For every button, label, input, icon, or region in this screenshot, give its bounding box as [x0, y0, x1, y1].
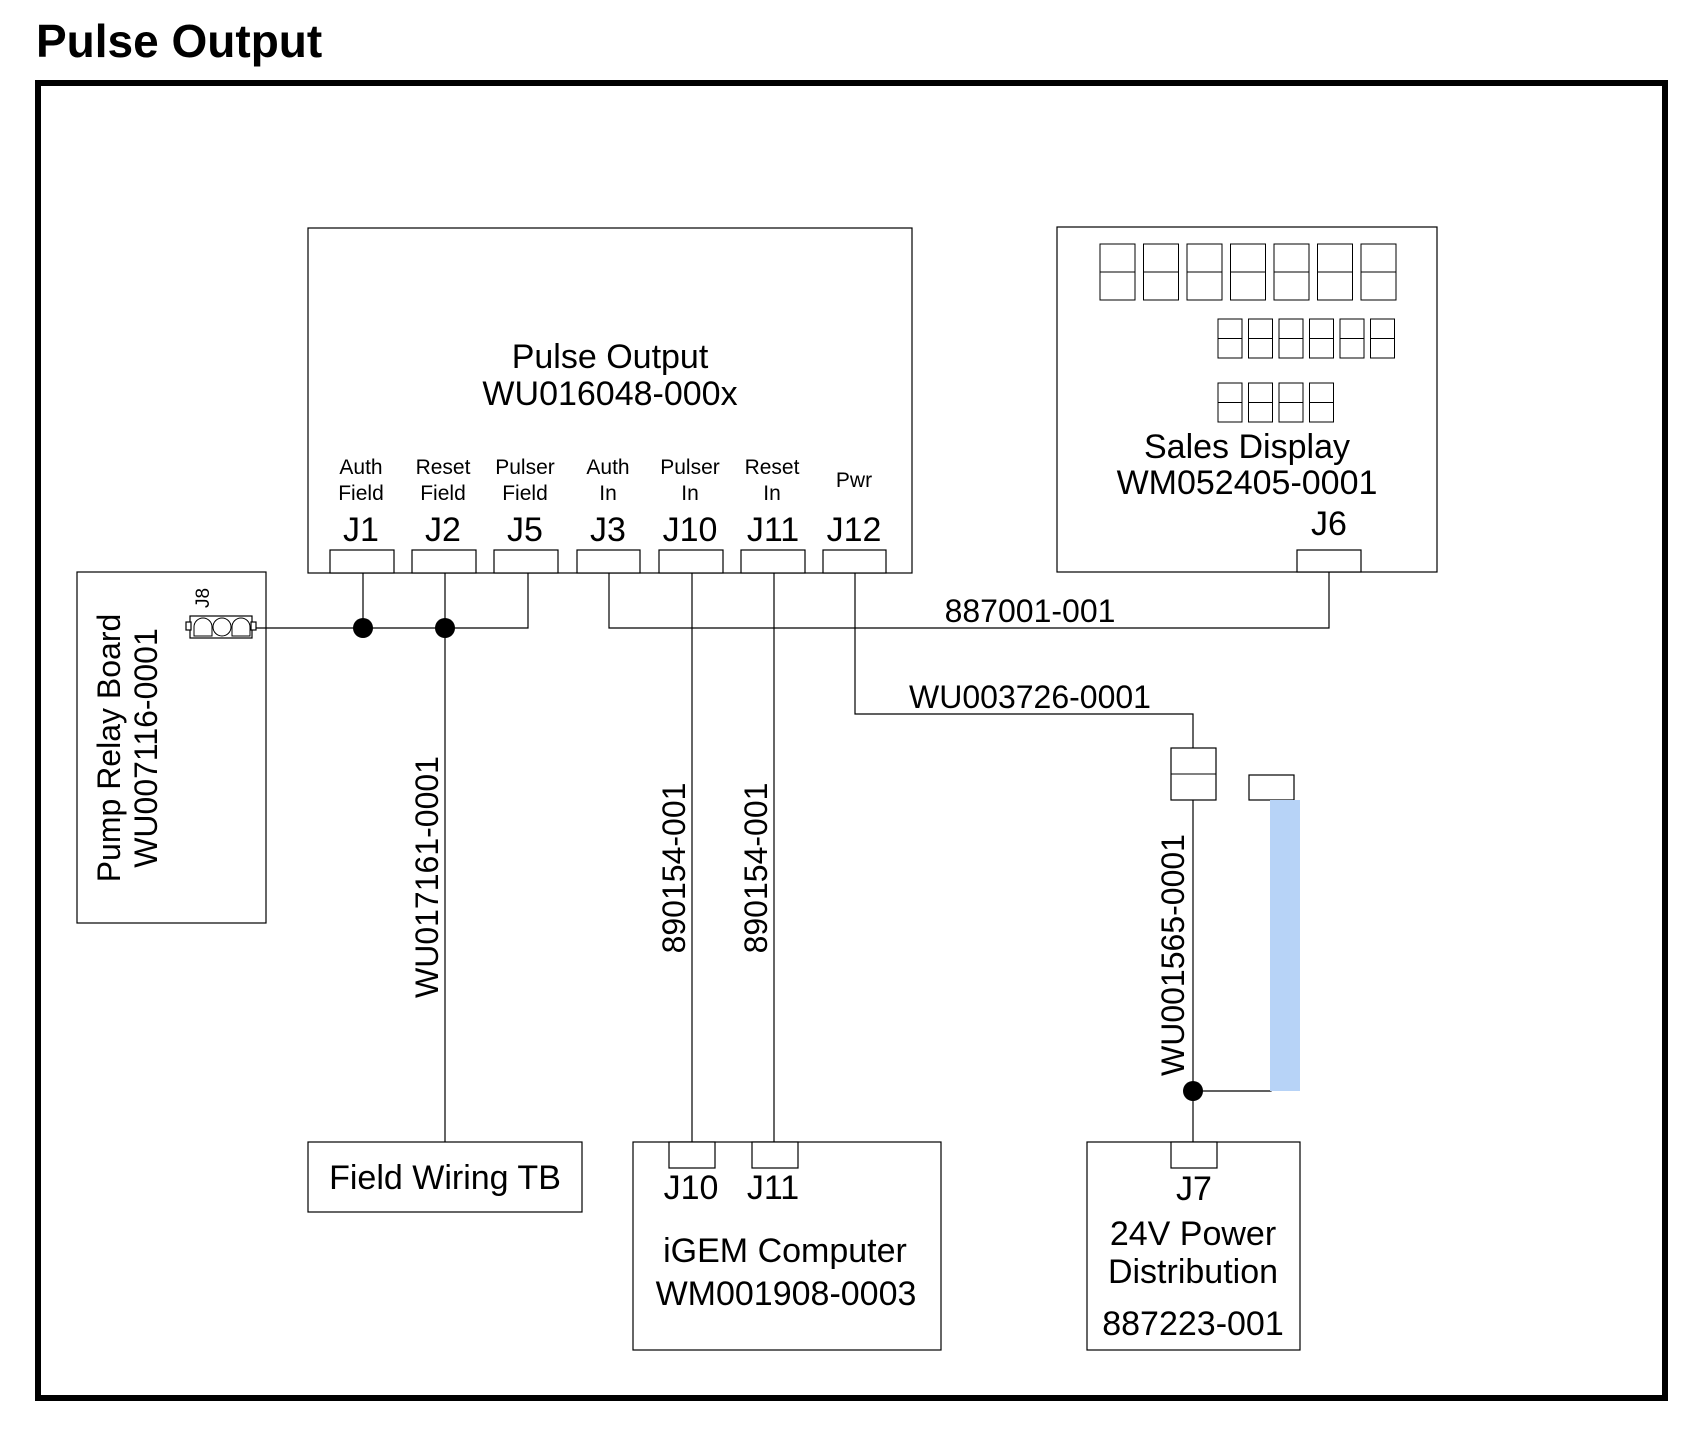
port-connector — [576, 549, 641, 574]
power-dist-wire — [1192, 800, 1272, 1142]
pulse-output-name: Pulse Output — [512, 338, 709, 376]
sales-display-connector — [1296, 549, 1362, 573]
port-label-top: Pwr — [836, 469, 872, 492]
power-main-label: WU003726-0001 — [909, 679, 1151, 715]
port-label-top: Pulser — [660, 456, 720, 479]
port-jack: J3 — [590, 511, 626, 549]
sales-display-name: Sales Display — [1144, 428, 1350, 466]
j8-connector-icon — [185, 615, 257, 639]
display-cable-label: 887001-001 — [945, 593, 1116, 629]
pulse-output-port-j3[interactable]: Auth In J3 — [576, 456, 641, 574]
port-jack: J12 — [827, 511, 882, 549]
spare-connector — [1248, 774, 1295, 801]
pump-relay-part: WU007116-0001 — [128, 628, 164, 868]
power-dist-cable-label: WU001565-0001 — [1155, 834, 1191, 1076]
igem-cable-2-label: 890154-001 — [738, 783, 774, 954]
pulse-output-port-j5[interactable]: Pulser Field J5 — [493, 456, 559, 574]
inline-connector-icon — [1170, 747, 1217, 801]
port-jack: J10 — [663, 511, 718, 549]
igem-j10-connector — [668, 1141, 716, 1169]
highlight-bar — [1270, 800, 1300, 1091]
power-name-line2: Distribution — [1108, 1253, 1278, 1291]
field-wiring-tb[interactable]: Field Wiring TB — [307, 1141, 583, 1213]
diagram-frame — [35, 80, 1668, 1401]
igem-part: WM001908-0003 — [656, 1275, 917, 1313]
power-distribution[interactable]: J7 24V Power Distribution 887223-001 — [1086, 1141, 1301, 1351]
pump-relay-name: Pump Relay Board — [91, 614, 127, 883]
power-name-line1: 24V Power — [1110, 1215, 1276, 1253]
pump-relay-jack: J8 — [193, 588, 214, 608]
field-wiring-name: Field Wiring TB — [329, 1159, 561, 1197]
port-label-bottom: Field — [420, 482, 466, 505]
power-part: 887223-001 — [1102, 1305, 1284, 1343]
pulse-output-port-j12[interactable]: Pwr J12 — [822, 469, 887, 574]
port-label-bottom: Field — [502, 482, 548, 505]
port-label-top: Reset — [416, 456, 471, 479]
port-jack: J2 — [425, 511, 461, 549]
igem-name: iGEM Computer — [663, 1232, 907, 1270]
port-jack: J1 — [343, 511, 379, 549]
junction-dot-j1 — [353, 618, 373, 638]
port-label-top: Auth — [339, 456, 382, 479]
sales-display-part: WM052405-0001 — [1117, 464, 1378, 502]
port-jack: J11 — [747, 511, 799, 549]
port-connector — [740, 549, 806, 574]
port-label-top: Auth — [586, 456, 629, 479]
igem-computer[interactable]: J10 J11 iGEM Computer WM001908-0003 — [632, 1141, 942, 1351]
sales-display-jack: J6 — [1311, 505, 1347, 543]
pulse-output-port-j1[interactable]: Auth Field J1 — [329, 456, 395, 574]
pump-relay-board[interactable]: Pump Relay Board WU007116-0001 J8 — [76, 571, 267, 924]
port-connector — [411, 549, 477, 574]
port-connector — [329, 549, 395, 574]
port-connector — [493, 549, 559, 574]
pulse-output-port-j10[interactable]: Pulser In J10 — [658, 456, 724, 574]
port-label-top: Reset — [745, 456, 800, 479]
page-title: Pulse Output — [36, 15, 323, 67]
port-connector — [822, 549, 887, 574]
relay-bus-wire — [256, 573, 529, 1142]
pulse-output-port-j2[interactable]: Reset Field J2 — [411, 456, 477, 574]
field-cable-label: WU017161-0001 — [409, 756, 445, 998]
igem-cable-1-label: 890154-001 — [656, 783, 692, 954]
seven-segment-display-icon — [1099, 243, 1397, 423]
power-j7-connector — [1170, 1141, 1218, 1169]
display-cable-wire — [608, 572, 1330, 629]
pulse-output-module[interactable]: Pulse Output WU016048-000x Auth Field J1… — [307, 227, 913, 574]
igem-jack-j10: J10 — [664, 1169, 719, 1207]
power-main-wire — [854, 573, 1194, 748]
power-jack: J7 — [1176, 1170, 1212, 1208]
igem-jack-j11: J11 — [747, 1169, 799, 1207]
pulse-output-part: WU016048-000x — [482, 375, 737, 413]
port-label-bottom: In — [763, 482, 781, 505]
junction-dot-power — [1183, 1081, 1203, 1101]
port-label-bottom: In — [599, 482, 617, 505]
pulse-output-port-j11[interactable]: Reset In J11 — [740, 456, 806, 574]
port-connector — [658, 549, 724, 574]
port-label-bottom: In — [681, 482, 699, 505]
port-label-bottom: Field — [338, 482, 384, 505]
port-jack: J5 — [507, 511, 543, 549]
port-label-top: Pulser — [495, 456, 555, 479]
junction-dot-j2 — [435, 618, 455, 638]
igem-j11-connector — [751, 1141, 799, 1169]
sales-display-module[interactable]: Sales Display WM052405-0001 J6 — [1056, 226, 1438, 573]
